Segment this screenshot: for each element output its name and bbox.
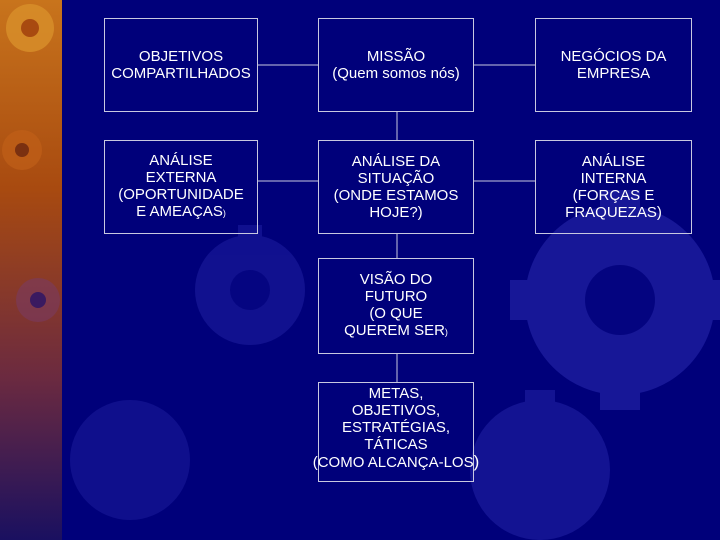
box-metas-close: ) [474, 452, 480, 471]
box-negocios-da-empresa: NEGÓCIOS DA EMPRESA [535, 18, 692, 112]
box-missao: MISSÃO (Quem somos nós) [318, 18, 474, 112]
box-analise-da-situacao: ANÁLISE DA SITUAÇÃO (ONDE ESTAMOS HOJE?) [318, 140, 474, 234]
box-objetivos-label: OBJETIVOS COMPARTILHADOS [111, 48, 250, 82]
box-analise-interna: ANÁLISE INTERNA (FORÇAS E FRAQUEZAS) [535, 140, 692, 234]
box-visao-label: VISÃO DO FUTURO (O QUE QUEREM SER [344, 271, 445, 339]
box-missao-label: MISSÃO (Quem somos nós) [332, 48, 460, 82]
box-visao-do-futuro: VISÃO DO FUTURO (O QUE QUEREM SER) [318, 258, 474, 354]
box-objetivos-compartilhados: OBJETIVOS COMPARTILHADOS [104, 18, 258, 112]
box-metas-label: METAS, OBJETIVOS, ESTRATÉGIAS, TÁTICAS (… [313, 385, 474, 471]
box-visao-close: ) [445, 327, 448, 337]
left-decorative-stripe [0, 0, 62, 540]
box-analise-externa: ANÁLISE EXTERNA (OPORTUNIDADE E AMEAÇAS) [104, 140, 258, 234]
gear-icon [70, 400, 190, 520]
box-analise-externa-close: ) [223, 208, 226, 218]
box-analise-interna-label: ANÁLISE INTERNA (FORÇAS E FRAQUEZAS) [565, 153, 662, 221]
gear-icon [470, 390, 610, 540]
box-metas: METAS, OBJETIVOS, ESTRATÉGIAS, TÁTICAS (… [318, 382, 474, 482]
box-analise-situacao-label: ANÁLISE DA SITUAÇÃO (ONDE ESTAMOS HOJE?) [334, 153, 459, 221]
box-negocios-label: NEGÓCIOS DA EMPRESA [561, 48, 667, 82]
